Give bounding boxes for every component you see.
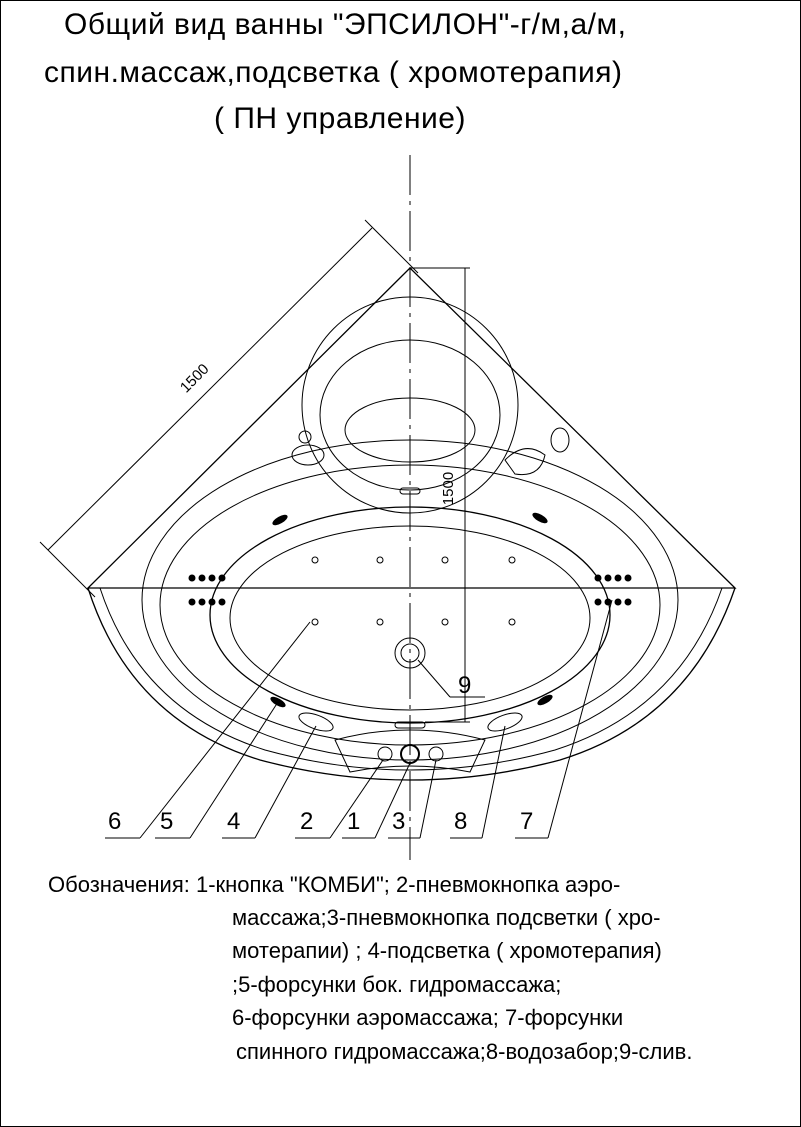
overflow <box>394 721 426 729</box>
tub-outline-top <box>86 267 737 589</box>
callout-1: 1 <box>347 808 361 835</box>
legend-line-5: 6-форсунки аэромассажа; 7-форсунки <box>232 1005 624 1030</box>
faucet-left-knob <box>298 430 312 444</box>
aero-button-2 <box>377 746 393 762</box>
legend-line-1: Обозначения: 1-кнопка "КОМБИ"; 2-пневмок… <box>48 872 621 897</box>
headrest-seat-inner <box>344 397 476 463</box>
leader-lines <box>105 599 613 839</box>
faucet-left <box>291 444 325 466</box>
title-line-3: ( ПН управление) <box>214 102 466 135</box>
faucet-right-knob <box>550 427 570 453</box>
legend-line-2: массажа;3-пневмокнопка подсветки ( хро- <box>232 905 661 930</box>
diagonal-extension-right <box>364 219 419 274</box>
tub-basin-outer <box>209 506 611 724</box>
tub-rim-outer <box>141 439 679 761</box>
callout-3: 3 <box>392 808 406 835</box>
tub-skirt-line <box>99 587 723 771</box>
title-line-1: Общий вид ванны "ЭПСИЛОН"-г/м,а/м, <box>64 8 627 41</box>
dimension-vertical-label: 1500 <box>440 471 458 506</box>
tub-outline-front <box>87 587 736 781</box>
headrest-seat-outer <box>301 296 519 514</box>
callout-6: 6 <box>108 808 122 835</box>
headrest-jet <box>399 487 421 495</box>
drain-outer <box>394 637 426 669</box>
legend-line-6: спинного гидромассажа;8-водозабор;9-слив… <box>236 1039 693 1064</box>
title-line-2: спин.массаж,подсветка ( хромотерапия) <box>44 56 623 89</box>
diagonal-extension-left <box>39 541 96 598</box>
water-intake <box>487 712 523 732</box>
control-panel <box>334 729 486 773</box>
callout-7: 7 <box>520 808 534 835</box>
legend-line-3: мотерапии) ; 4-подсветка ( хромотерапия) <box>232 938 662 963</box>
faucet-right <box>504 448 546 476</box>
callout-5: 5 <box>160 808 174 835</box>
back-massage-jets-left <box>188 574 226 606</box>
callout-8: 8 <box>454 808 468 835</box>
callout-4: 4 <box>227 808 241 835</box>
drain-inner <box>400 643 420 663</box>
aero-massage-jets <box>311 556 516 626</box>
headrest-seat-mid <box>319 339 501 491</box>
tub-basin-inner <box>229 525 591 711</box>
back-massage-jets-right <box>594 574 632 606</box>
chromotherapy-light <box>298 712 334 732</box>
diagonal-dimension-line <box>47 227 373 551</box>
legend-line-4: ;5-форсунки бок. гидромассажа; <box>232 972 562 997</box>
callout-9: 9 <box>458 672 472 699</box>
callout-2: 2 <box>300 808 314 835</box>
